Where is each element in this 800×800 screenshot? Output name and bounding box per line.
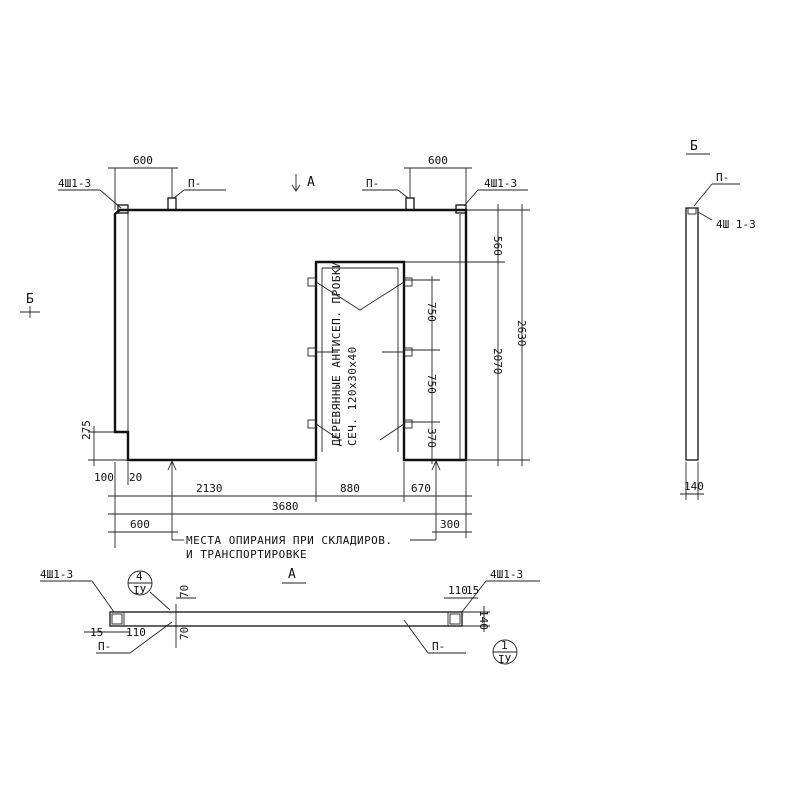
dim-3680: 3680 — [272, 500, 299, 513]
node-right-top: 1 — [501, 639, 508, 652]
plan-a-body — [109, 611, 463, 627]
lifting-loop-left — [167, 197, 177, 211]
section-b-loop: П- — [716, 171, 729, 184]
section-b: Б П- 4Ш 1-3 140 — [680, 139, 756, 500]
plan-mark-left: 4Ш1-3 — [40, 568, 73, 581]
dim-300-bottom: 300 — [440, 518, 460, 531]
section-b-plate — [687, 207, 697, 215]
plug-note-line1: ДЕРЕВЯННЫЕ АНТИСЕП. ПРОБКИ — [330, 261, 343, 446]
node-left-bottom: IУ — [133, 584, 147, 597]
dim-opening-750a: 750 — [425, 302, 438, 322]
plan-mark-right: 4Ш1-3 — [490, 568, 523, 581]
dim-2130: 2130 — [196, 482, 223, 495]
plan-dim-15-right: 15 — [466, 584, 479, 597]
plan-a: А 4Ш1-3 4Ш1-3 4 IУ 1 IУ 70 70 15 110 110… — [40, 567, 540, 666]
node-right-bottom: IУ — [498, 653, 512, 666]
dim-560: 560 — [491, 236, 504, 256]
dim-top-right: 600 — [428, 154, 448, 167]
plan-a-plate-right — [449, 613, 461, 625]
plan-dim-110-left: 110 — [126, 626, 146, 639]
dim-600-bottom: 600 — [130, 518, 150, 531]
mark-top-right: 4Ш1-3 — [484, 177, 517, 190]
plan-a-title: А — [288, 567, 296, 582]
dim-opening-750b: 750 — [425, 374, 438, 394]
mark-top-left: 4Ш1-3 — [58, 177, 91, 190]
section-b-title: Б — [690, 139, 698, 154]
section-b-body — [685, 207, 699, 461]
front-view: 600 600 4Ш1-3 4Ш1-3 П- П- А Б 560 2070 2… — [20, 154, 530, 561]
plan-dim-70b: 70 — [178, 627, 191, 640]
section-b-marker: Б — [26, 292, 34, 307]
loop-label-right: П- — [366, 177, 379, 190]
lifting-loop-right — [405, 197, 415, 211]
embedded-plate-left — [117, 204, 129, 214]
section-a-marker: А — [307, 175, 315, 190]
dim-670: 670 — [411, 482, 431, 495]
plug-leaders — [315, 281, 405, 441]
section-b-dim: 140 — [684, 480, 704, 493]
plan-dim-70a: 70 — [178, 585, 191, 598]
plan-loop-right: П- — [432, 640, 445, 653]
dim-20: 20 — [129, 471, 142, 484]
node-left-top: 4 — [136, 570, 143, 583]
plug-note-line2: СЕЧ. 120x30x40 — [346, 346, 359, 446]
dim-opening-370: 370 — [425, 428, 438, 448]
dim-2630: 2630 — [515, 320, 528, 347]
support-note-line1: МЕСТА ОПИРАНИЯ ПРИ СКЛАДИРОВ. — [186, 534, 393, 547]
dim-top-left: 600 — [133, 154, 153, 167]
plan-loop-left: П- — [98, 640, 111, 653]
dim-880: 880 — [340, 482, 360, 495]
dim-2070: 2070 — [491, 348, 504, 375]
wooden-plugs — [307, 277, 413, 429]
dim-275: 275 — [80, 420, 93, 440]
section-b-mark: 4Ш 1-3 — [716, 218, 756, 231]
plan-dim-15-left: 15 — [90, 626, 103, 639]
support-note-line2: И ТРАНСПОРТИРОВКЕ — [186, 548, 307, 561]
embedded-plate-right — [455, 204, 467, 214]
plan-a-plate-left — [111, 613, 123, 625]
plan-dim-140: 140 — [477, 610, 490, 630]
loop-label-left: П- — [188, 177, 201, 190]
plan-dim-110-right: 110 — [448, 584, 468, 597]
panel-outline — [113, 208, 468, 462]
dim-100: 100 — [94, 471, 114, 484]
